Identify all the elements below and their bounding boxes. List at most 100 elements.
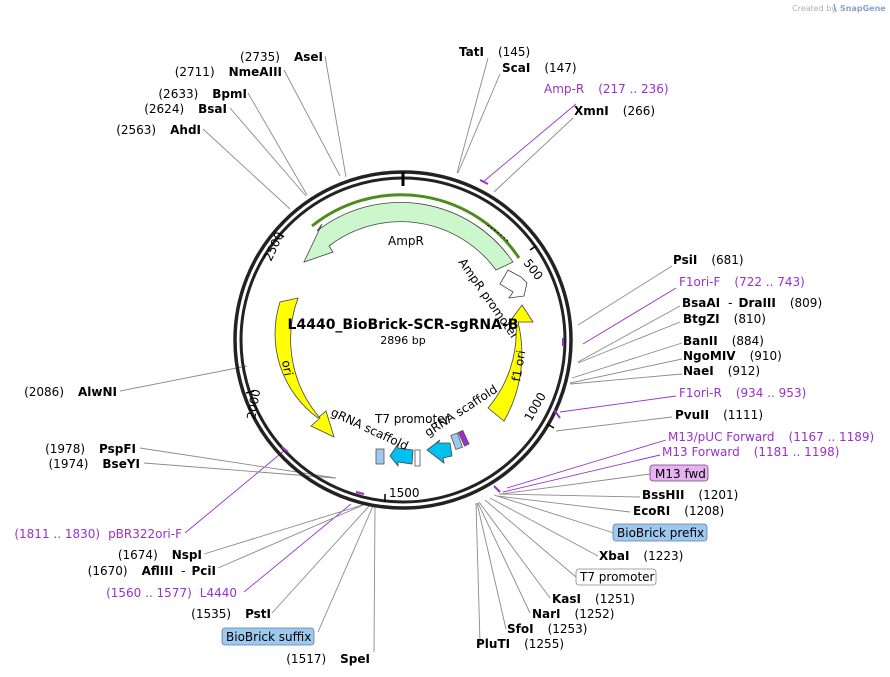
leader-alwni [119, 365, 248, 392]
created-by-text: Created by [792, 4, 836, 13]
ampr-promoter-arrow[interactable] [499, 269, 528, 299]
leader-ngomiv [569, 358, 683, 384]
primer-mark-l4440 [355, 491, 365, 495]
leader-m13f [502, 454, 661, 493]
site-pvuii: PvuII(1111) [675, 408, 763, 422]
leader-l4440 [243, 503, 352, 593]
site-psti: (1535)PstI [191, 607, 271, 621]
leader-sfoi [476, 502, 507, 630]
grna-scaffold-arrow-2[interactable] [426, 439, 453, 464]
leader-nari [477, 502, 531, 614]
ori-arrow[interactable] [274, 297, 335, 438]
site-bsai: (2624)BsaI [144, 102, 227, 116]
leader-afliii [217, 502, 369, 569]
ampr-dots [486, 224, 509, 242]
site-m13fwd: M13 fwd [655, 467, 706, 481]
ampr-cds-bar [311, 193, 521, 259]
site-m13puc: M13/pUC Forward(1167 .. 1189) [668, 430, 874, 444]
biobrick-prefix-box [612, 523, 708, 542]
site-biobrick-suffix: BioBrick suffix [226, 630, 311, 644]
site-spei: (1517)SpeI [286, 652, 370, 666]
leader-pvuii [555, 416, 673, 432]
tick-label-2000: 2000 [244, 388, 263, 421]
leader-ecori [496, 495, 631, 513]
site-pbr322: (1811 .. 1830)pBR322ori-F [14, 527, 182, 541]
site-l4440: (1560 .. 1577)L4440 [106, 586, 237, 600]
site-bsshii: BssHII(1201) [642, 488, 738, 502]
site-pspfi: (1978)PspFI [45, 442, 136, 456]
leader-bsaai [577, 305, 681, 363]
leader-xbai [489, 497, 599, 557]
ori-label: ori [279, 359, 295, 377]
site-psii: PsiI(681) [673, 253, 744, 267]
primer-mark-f1ori-r [553, 409, 561, 419]
site-nari: NarI(1252) [532, 607, 614, 621]
tick-label-500: 500 [521, 256, 546, 283]
ampr-label: AmpR [388, 234, 424, 248]
leader-biobrick-prefix [493, 494, 615, 534]
biobrick-prefix-mark [450, 432, 464, 451]
biobrick-suffix-mark [375, 448, 385, 465]
grna-scaffold-arrow-1[interactable] [389, 442, 414, 468]
site-ampr-primer: Amp-R(217 .. 236) [544, 82, 669, 96]
site-bseyi: (1974)BseYI [49, 457, 141, 471]
leader-banii [571, 342, 683, 379]
tick-1000 [546, 423, 555, 429]
site-ahdi: (2563)AhdI [116, 123, 201, 137]
site-ecori: EcoRI(1208) [633, 504, 724, 518]
site-naei: NaeI(912) [683, 364, 760, 378]
leader-naei [569, 373, 683, 385]
leader-bsai [229, 107, 307, 197]
primer-mark-m13 [493, 485, 501, 493]
leader-m13fwd [500, 473, 651, 495]
ampr-arrow[interactable] [303, 202, 514, 271]
leader-lines [119, 55, 683, 653]
site-sfoi: SfoI(1253) [507, 622, 587, 636]
t7-promoter-label: T7 promoter [374, 412, 450, 426]
leader-nspi [203, 502, 370, 555]
leader-pluti [475, 502, 481, 644]
leader-spei [373, 505, 376, 653]
leader-kasi [478, 501, 551, 599]
site-nspi: (1674)NspI [118, 548, 202, 562]
tick-2000 [245, 390, 255, 394]
leader-xmni [493, 117, 574, 193]
tick-500 [529, 245, 537, 251]
site-ngomiv: NgoMIV(910) [683, 349, 782, 363]
plasmid-length: 2896 bp [380, 334, 425, 347]
leader-nmeaiii [283, 69, 341, 177]
m13-mark [457, 429, 470, 447]
site-f1ori-f: F1ori-F(722 .. 743) [679, 275, 805, 289]
primer-mark-pbr322 [281, 446, 289, 453]
f1-ori-arrow[interactable] [487, 304, 534, 422]
leader-bpmi [247, 92, 308, 196]
site-tati: TatI(145) [459, 45, 530, 59]
primer-mark-ampr [479, 179, 489, 185]
site-asei: (2735)AseI [240, 50, 323, 64]
site-f1ori-r: F1ori-R(934 .. 953) [679, 386, 806, 400]
site-scai: ScaI(147) [502, 61, 577, 75]
site-afliii: (1670)AflIII-PciI [88, 564, 216, 578]
m13-fwd-box [649, 464, 709, 482]
leader-pspfi [139, 447, 337, 479]
t7-promoter-box [575, 568, 657, 586]
leader-m13puc [506, 439, 667, 489]
site-pluti: PluTI(1255) [476, 637, 564, 651]
leader-psii [577, 265, 673, 326]
leader-f1ori-f [582, 287, 677, 345]
snapgene-logo-icon [833, 3, 837, 13]
leader-t7prom-box [484, 499, 577, 578]
leader-bsshii [498, 493, 641, 498]
leader-pbr322 [184, 449, 286, 534]
site-m13f: M13 Forward(1181 .. 1198) [662, 445, 839, 459]
site-btgzi: BtgZI(810) [683, 312, 766, 326]
site-xmni: XmnI(266) [574, 104, 655, 118]
site-nmeaiii: (2711)NmeAIII [175, 65, 282, 79]
tick-2500 [277, 232, 285, 238]
site-xbai: XbaI(1223) [599, 549, 683, 563]
leader-scai [457, 73, 501, 174]
snapgene-brand: SnapGene [840, 4, 886, 13]
leader-tati [456, 57, 489, 174]
plasmid-name: L4440_BioBrick-SCR-sgRNA-B [288, 317, 519, 333]
f1-ori-label: f1 ori [509, 349, 528, 382]
